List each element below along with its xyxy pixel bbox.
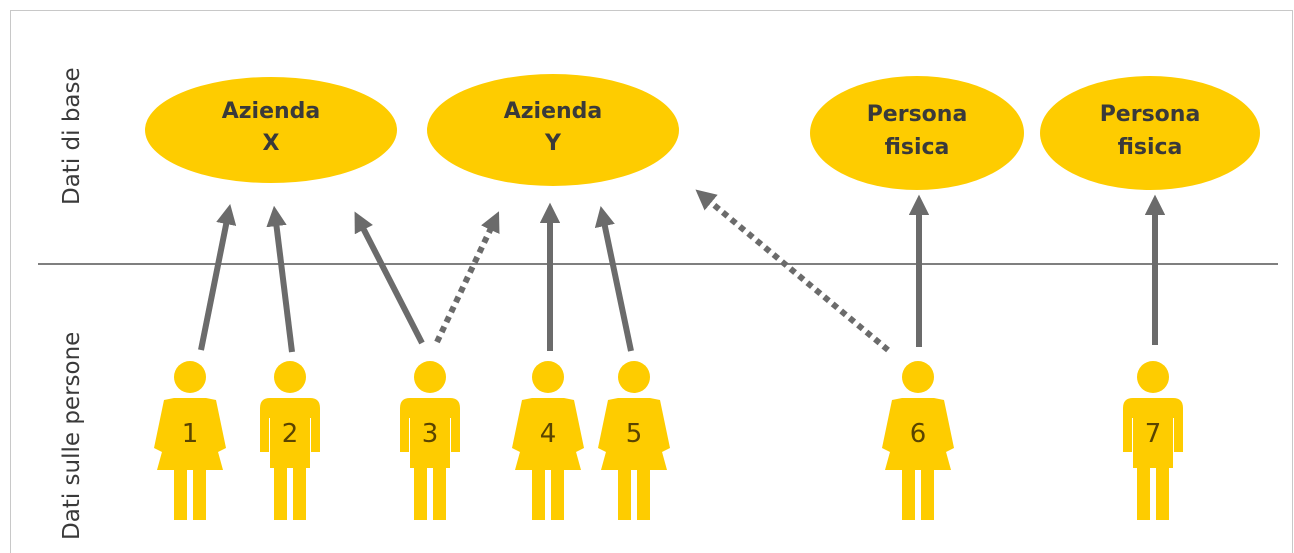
person-number: 6 xyxy=(910,419,927,449)
arrow-3-to-x xyxy=(354,211,425,345)
arrow-3-to-y-dotted xyxy=(434,211,500,344)
person-body xyxy=(154,398,226,520)
entity-label-line2: Y xyxy=(544,131,562,156)
entity-azienda-y: Azienda Y xyxy=(427,74,679,186)
arrow-5-to-y xyxy=(594,206,634,352)
person-number: 2 xyxy=(282,419,299,449)
person-number: 3 xyxy=(422,419,439,449)
person-head xyxy=(174,361,206,393)
person-figures: 1 2 3 4 5 6 7 xyxy=(154,361,1183,520)
person-body xyxy=(882,398,954,520)
person-number: 4 xyxy=(540,419,557,449)
person-head xyxy=(902,361,934,393)
section-label-top: Dati di base xyxy=(59,67,85,205)
person-head xyxy=(532,361,564,393)
person-body xyxy=(260,398,320,520)
section-label-bottom: Dati sulle persone xyxy=(59,332,85,540)
entity-label-line1: Azienda xyxy=(504,99,603,124)
person-body xyxy=(400,398,460,520)
entity-label-line2: X xyxy=(263,131,280,156)
arrow-2-to-x xyxy=(266,205,295,353)
entity-label-line2: fisica xyxy=(885,135,950,160)
person-5-female: 5 xyxy=(598,361,670,520)
person-3-male: 3 xyxy=(400,361,460,520)
entity-azienda-x: Azienda X xyxy=(145,77,397,183)
diagram-frame xyxy=(10,10,1293,553)
person-number: 5 xyxy=(626,419,643,449)
entity-label-line1: Persona xyxy=(867,102,968,127)
arrow-6-to-y-dotted xyxy=(695,189,890,353)
arrow-1-to-x xyxy=(198,203,237,351)
person-1-female: 1 xyxy=(154,361,226,520)
entity-label-line1: Persona xyxy=(1100,102,1201,127)
person-body xyxy=(512,398,584,520)
person-body xyxy=(1123,398,1183,520)
entity-label-line2: fisica xyxy=(1118,135,1183,160)
link-arrows xyxy=(198,189,1166,353)
person-number: 7 xyxy=(1145,419,1162,449)
entity-persona-fisica-7: Persona fisica xyxy=(1040,76,1260,190)
entity-persona-fisica-6: Persona fisica xyxy=(810,76,1024,190)
person-head xyxy=(618,361,650,393)
entity-label-line1: Azienda xyxy=(222,99,321,124)
person-head xyxy=(274,361,306,393)
person-7-male: 7 xyxy=(1123,361,1183,520)
person-head xyxy=(1137,361,1169,393)
person-2-male: 2 xyxy=(260,361,320,520)
person-6-female: 6 xyxy=(882,361,954,520)
person-4-female: 4 xyxy=(512,361,584,520)
person-number: 1 xyxy=(182,419,199,449)
person-head xyxy=(414,361,446,393)
person-body xyxy=(598,398,670,520)
